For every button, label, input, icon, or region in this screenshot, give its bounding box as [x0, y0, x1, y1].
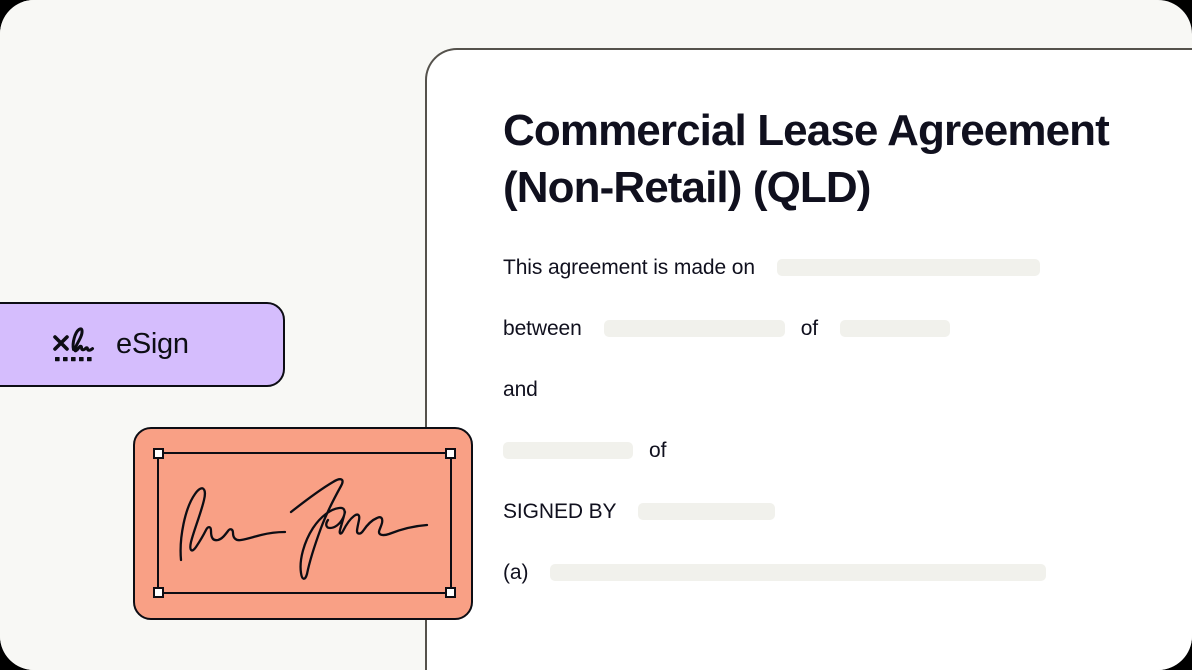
- form-field-blank[interactable]: [776, 259, 1040, 277]
- document-content: Commercial Lease Agreement (Non-Retail) …: [503, 102, 1192, 670]
- resize-handle-top-left[interactable]: [153, 448, 164, 459]
- form-field-blank[interactable]: [550, 564, 1047, 582]
- resize-handle-bottom-right[interactable]: [445, 587, 456, 598]
- signature-icon: [53, 326, 94, 361]
- resize-handle-bottom-left[interactable]: [153, 587, 164, 598]
- esign-label: eSign: [116, 328, 189, 360]
- signature-ink: [179, 478, 429, 580]
- document-line-and: and: [503, 376, 1192, 403]
- resize-handle-top-right[interactable]: [445, 448, 456, 459]
- document-line-party-two: of: [503, 437, 1192, 464]
- signature-selection-frame[interactable]: [153, 448, 456, 598]
- form-field-blank[interactable]: [840, 320, 951, 338]
- document-line-clause-a: (a): [503, 559, 1192, 586]
- signature-card[interactable]: [133, 427, 473, 620]
- document-text: (a): [503, 561, 529, 585]
- document-line-made-on: This agreement is made on: [503, 254, 1192, 281]
- document-text: SIGNED BY: [503, 500, 617, 524]
- document-text: of: [800, 317, 819, 341]
- form-field-blank[interactable]: [638, 503, 776, 521]
- document-panel: Commercial Lease Agreement (Non-Retail) …: [425, 48, 1192, 670]
- document-text: between: [503, 317, 582, 341]
- esign-badge[interactable]: eSign: [0, 302, 285, 387]
- document-text: of: [649, 439, 667, 463]
- document-line-signed-by: SIGNED BY: [503, 498, 1192, 525]
- document-line-between: between of: [503, 315, 1192, 342]
- form-field-blank[interactable]: [503, 442, 633, 460]
- document-title: Commercial Lease Agreement (Non-Retail) …: [503, 106, 1110, 213]
- document-text: and: [503, 378, 538, 402]
- document-text: This agreement is made on: [503, 256, 755, 280]
- form-field-blank[interactable]: [603, 320, 785, 338]
